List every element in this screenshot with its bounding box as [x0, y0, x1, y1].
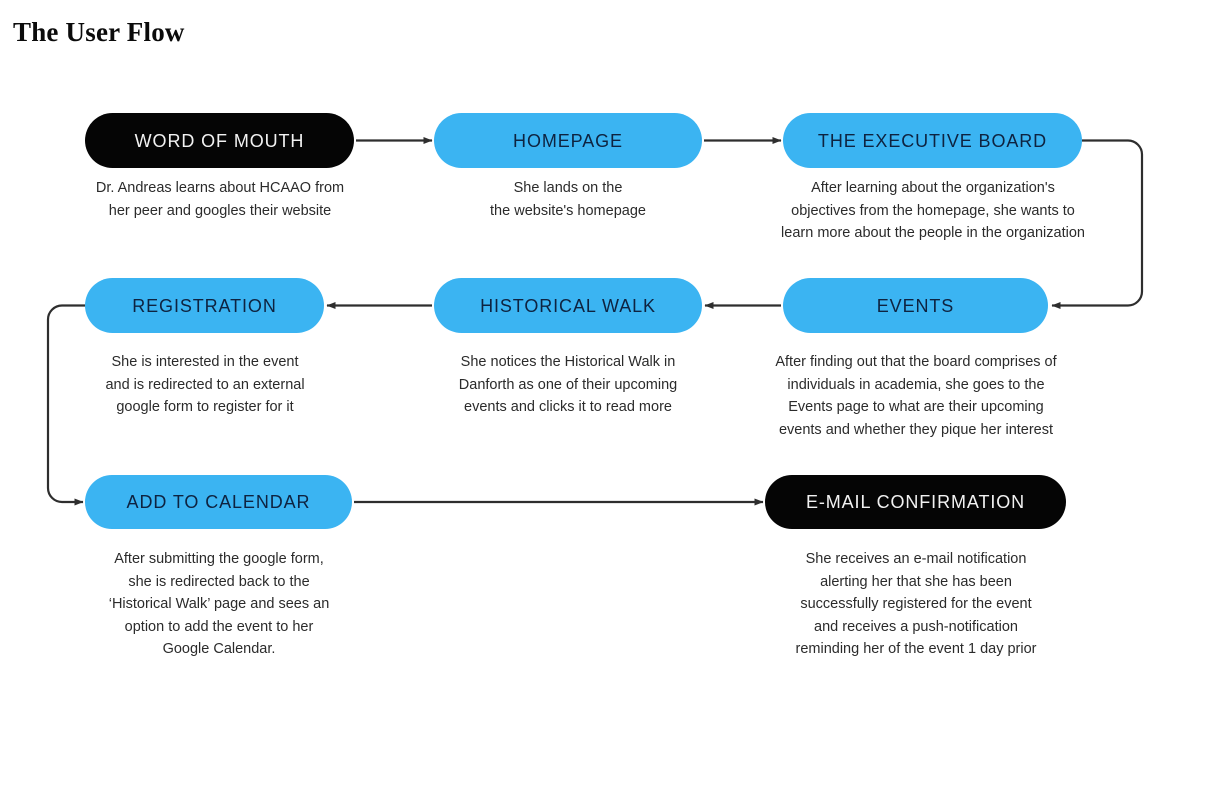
connector-executive-board-to-events [1051, 139, 1144, 309]
flow-node-label: REGISTRATION [132, 295, 277, 316]
flow-node-executive-board[interactable]: THE EXECUTIVE BOARD [783, 113, 1082, 168]
flow-node-label: E-MAIL CONFIRMATION [805, 492, 1026, 512]
flow-node-email-confirmation[interactable]: E-MAIL CONFIRMATION [765, 475, 1066, 529]
flow-node-events[interactable]: EVENTS [783, 278, 1048, 333]
flow-node-label: HOMEPAGE [513, 130, 623, 151]
flow-caption-email-confirmation: She receives an e-mail notification aler… [795, 551, 1037, 657]
connector-registration-to-add-to-calendar [46, 304, 85, 506]
flow-node-label: EVENTS [876, 295, 955, 316]
flow-caption-registration: She is interested in the event and is re… [105, 354, 305, 415]
flow-caption-historical-walk: She notices the Historical Walk in Danfo… [458, 354, 678, 415]
flow-caption-executive-board: After learning about the organization's … [781, 180, 1085, 241]
flow-caption-add-to-calendar: After submitting the google form, she is… [108, 551, 330, 657]
flow-caption-word-of-mouth: Dr. Andreas learns about HCAAO from her … [95, 180, 345, 219]
flow-node-registration[interactable]: REGISTRATION [85, 278, 324, 333]
flow-node-label: THE EXECUTIVE BOARD [817, 130, 1048, 151]
page-title: The User Flow [13, 17, 185, 47]
flow-node-label: HISTORICAL WALK [480, 295, 656, 316]
flow-node-label: WORD OF MOUTH [134, 130, 305, 151]
flow-caption-events: After finding out that the board compris… [775, 354, 1057, 438]
flow-caption-homepage: She lands on the the website's homepage [490, 180, 646, 219]
flow-node-homepage[interactable]: HOMEPAGE [434, 113, 702, 168]
flow-node-historical-walk[interactable]: HISTORICAL WALK [434, 278, 702, 333]
flow-node-label: ADD TO CALENDAR [126, 492, 311, 512]
flow-node-word-of-mouth[interactable]: WORD OF MOUTH [85, 113, 354, 168]
flow-node-add-to-calendar[interactable]: ADD TO CALENDAR [85, 475, 352, 529]
